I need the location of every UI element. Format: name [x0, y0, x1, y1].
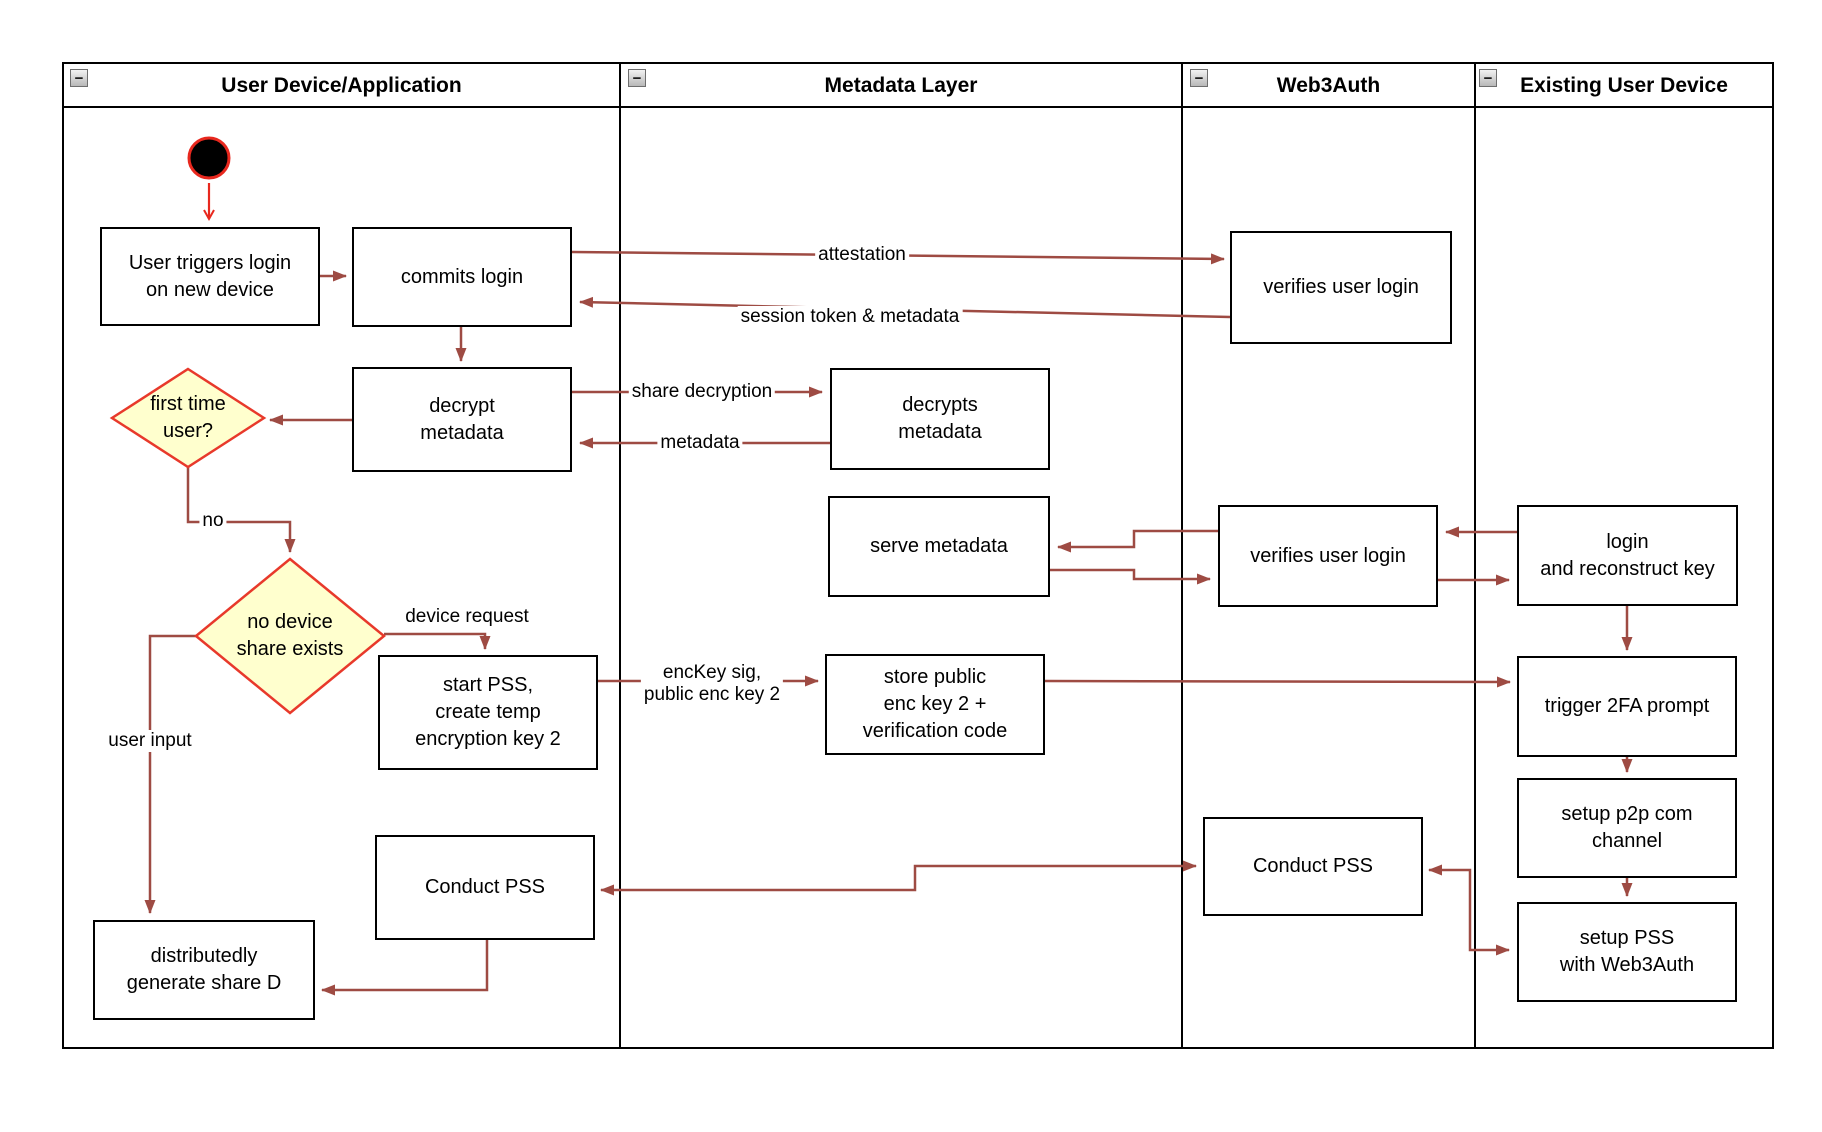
- edge-serve-to-verifies: [1050, 568, 1211, 585]
- node-user-triggers-login: User triggers login on new device: [100, 227, 320, 326]
- edge-store-to-trigger-2fa: [1044, 676, 1511, 688]
- collapse-lane-icon[interactable]: −: [1479, 69, 1497, 87]
- edge-conduct-to-distributedly: [321, 940, 489, 996]
- diagram-border: [62, 62, 1774, 1049]
- node-login-reconstruct-key: login and reconstruct key: [1517, 505, 1738, 606]
- lane-header-metadata-layer: Metadata Layer: [620, 66, 1182, 106]
- edge-setup-pss-conduct-link: [1428, 864, 1510, 956]
- node-serve-metadata: serve metadata: [828, 496, 1050, 597]
- node-decrypt-metadata: decrypt metadata: [352, 367, 572, 472]
- edge-conduct-pss-link: [600, 860, 1197, 896]
- edge-label-metadata: metadata: [657, 432, 743, 454]
- decision-no-device-share: [194, 557, 386, 715]
- node-conduct-pss-user: Conduct PSS: [375, 835, 595, 940]
- node-decrypts-metadata: decrypts metadata: [830, 368, 1050, 470]
- edge-user-input: [144, 634, 196, 914]
- decision-first-time-user: [109, 367, 267, 469]
- edge-label-no: no: [199, 510, 227, 532]
- lane-title: Existing User Device: [1520, 74, 1728, 97]
- edge-label-user-input: user input: [105, 730, 195, 752]
- node-trigger-2fa: trigger 2FA prompt: [1517, 656, 1737, 757]
- start-node: [187, 136, 231, 180]
- edge-label-share-decryption: share decryption: [628, 381, 776, 403]
- node-setup-p2p-channel: setup p2p com channel: [1517, 778, 1737, 878]
- node-store-public-enc-key: store public enc key 2 + verification co…: [825, 654, 1045, 755]
- node-conduct-pss-web3auth: Conduct PSS: [1203, 817, 1423, 916]
- lane-header-existing-device: Existing User Device: [1475, 66, 1773, 106]
- node-distributedly-generate: distributedly generate share D: [93, 920, 315, 1020]
- collapse-lane-icon[interactable]: −: [1190, 69, 1208, 87]
- node-start-pss: start PSS, create temp encryption key 2: [378, 655, 598, 770]
- lane-header-web3auth: Web3Auth: [1182, 66, 1475, 106]
- edge-no: [186, 467, 296, 553]
- edge-device-request: [384, 632, 491, 650]
- node-commits-login: commits login: [352, 227, 572, 327]
- node-setup-pss-web3auth: setup PSS with Web3Auth: [1517, 902, 1737, 1002]
- lane-title: User Device/Application: [221, 74, 462, 97]
- lane-title: Web3Auth: [1276, 74, 1381, 97]
- lane-header-user-device: User Device/Application: [63, 66, 620, 106]
- node-verifies-user-login-2: verifies user login: [1218, 505, 1438, 607]
- collapse-lane-icon[interactable]: −: [628, 69, 646, 87]
- edge-verifies-to-serve: [1057, 529, 1218, 553]
- edge-label-attestation: attestation: [815, 244, 909, 266]
- edge-label-device-request: device request: [402, 606, 532, 628]
- edge-label-session-token: session token & metadata: [737, 306, 963, 328]
- node-verifies-user-login-1: verifies user login: [1230, 231, 1452, 344]
- lane-title: Metadata Layer: [824, 74, 978, 97]
- edge-label-enckey: encKey sig, public enc key 2: [640, 662, 784, 706]
- collapse-lane-icon[interactable]: −: [70, 69, 88, 87]
